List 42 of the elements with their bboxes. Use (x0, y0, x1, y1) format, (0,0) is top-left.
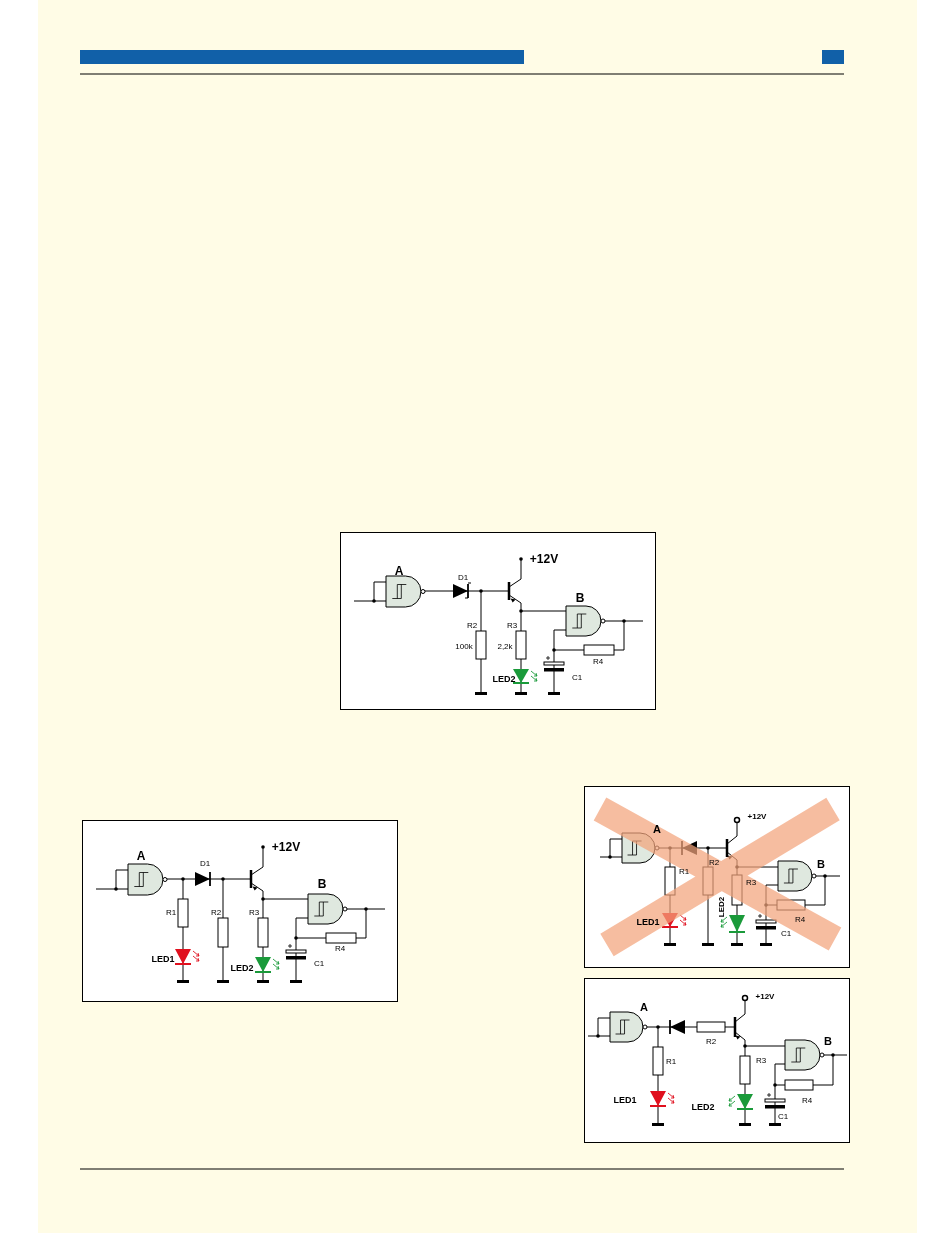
component-label: LED1 (151, 954, 175, 964)
component-label: R4 (794, 916, 806, 924)
component-label: B (817, 858, 825, 870)
component-label: B (575, 592, 585, 604)
component-label: R3 (745, 879, 757, 887)
component-label: B (824, 1035, 832, 1047)
component-label: LED2 (230, 963, 254, 973)
component-label: D1 (457, 574, 469, 582)
component-label: B (317, 878, 327, 890)
component-label: 100k (455, 643, 473, 651)
component-label: LED2 (718, 896, 726, 918)
component-label: R2 (466, 622, 478, 630)
component-label: LED2 (492, 674, 516, 684)
component-label: R1 (665, 1058, 677, 1066)
component-label: A (136, 850, 146, 862)
component-label: C1 (313, 960, 325, 968)
component-label: 2,2k (497, 643, 513, 651)
component-label: R4 (334, 945, 346, 953)
component-label: +12V (747, 813, 767, 821)
component-label: C1 (777, 1113, 789, 1121)
component-label: +12V (529, 553, 559, 565)
component-label: R4 (592, 658, 604, 666)
component-label: C1 (780, 930, 792, 938)
component-label: R3 (248, 909, 260, 917)
component-label: A (394, 565, 404, 577)
component-label: D1 (199, 860, 211, 868)
component-label: R3 (755, 1057, 767, 1065)
component-label: C1 (571, 674, 583, 682)
component-label: +12V (271, 841, 301, 853)
component-label: R4 (801, 1097, 813, 1105)
component-label: +12V (755, 993, 775, 1001)
component-label: LED2 (691, 1102, 715, 1112)
component-label: A (640, 1001, 648, 1013)
component-label: R2 (708, 859, 720, 867)
component-label: R1 (678, 868, 690, 876)
component-label: LED1 (613, 1095, 637, 1105)
component-label: R3 (506, 622, 518, 630)
component-label: A (653, 823, 661, 835)
component-label: R2 (210, 909, 222, 917)
component-label: LED1 (636, 917, 660, 927)
component-label: R1 (165, 909, 177, 917)
component-label: R2 (705, 1038, 717, 1046)
